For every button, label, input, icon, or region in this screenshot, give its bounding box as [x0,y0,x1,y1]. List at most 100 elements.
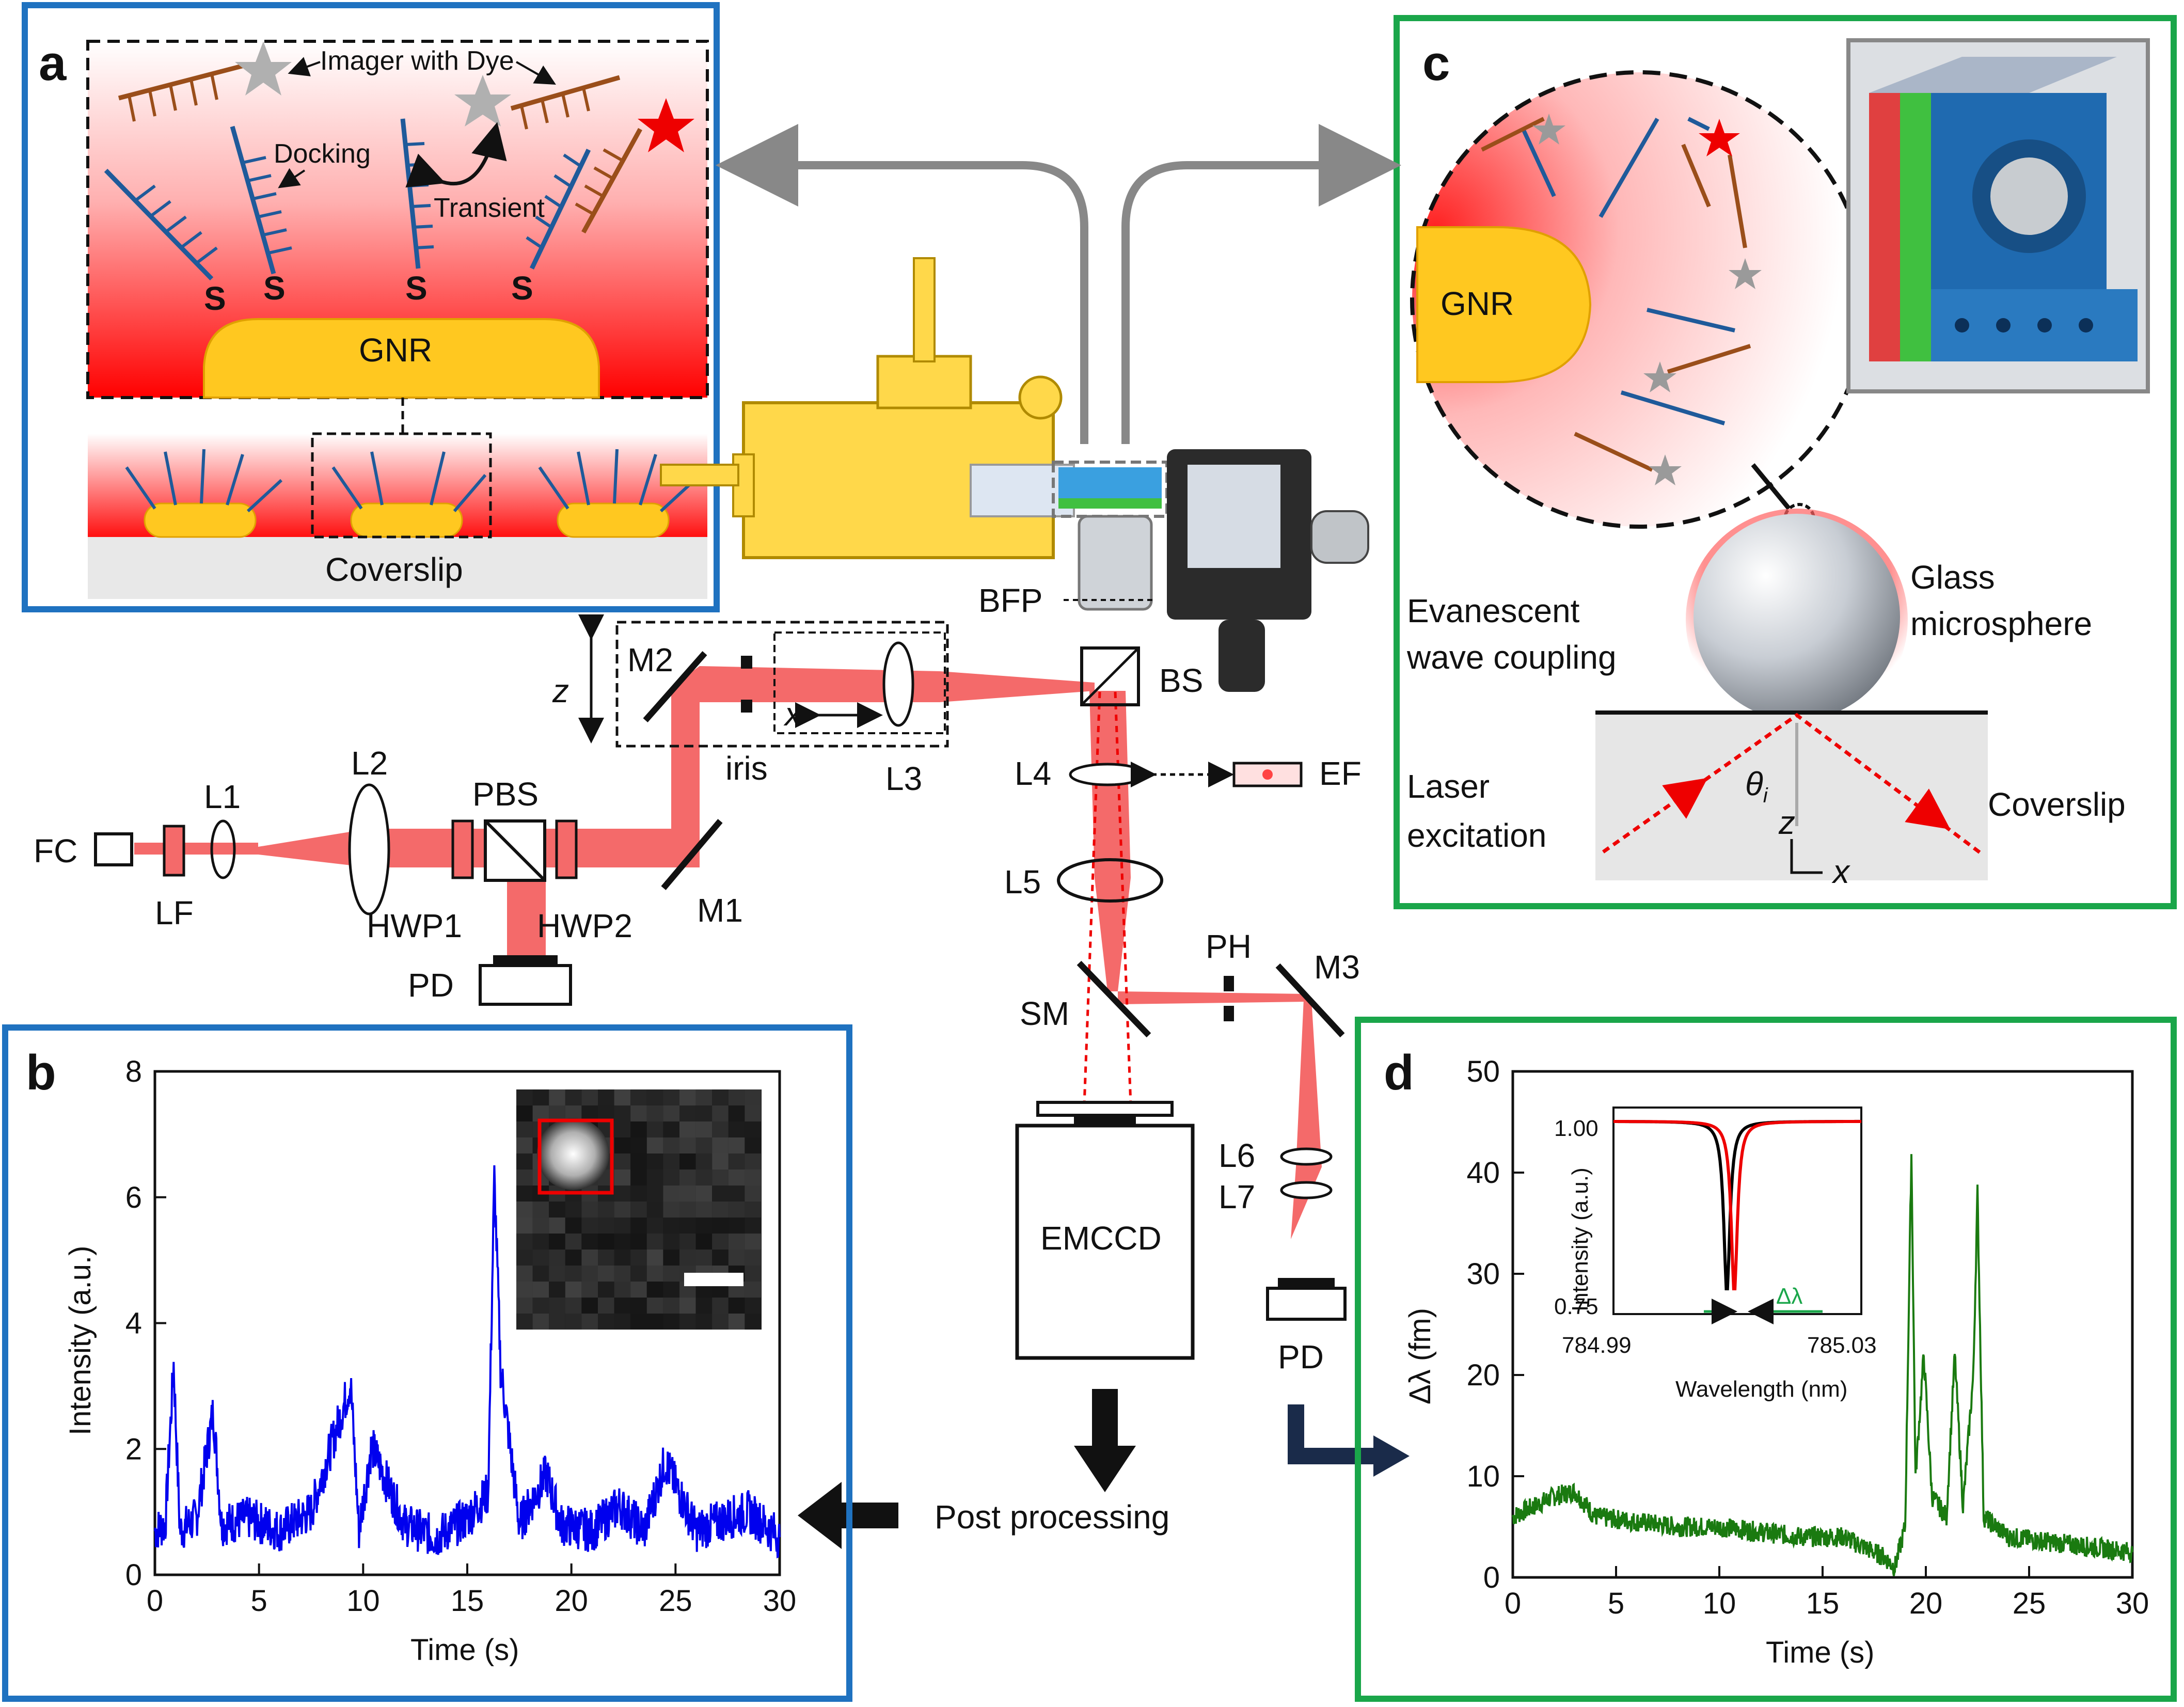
chart-b-series-line [154,1165,781,1559]
beam-m3-down [1291,999,1322,1239]
imager-arrow [516,61,556,85]
beam-fiber [134,843,258,855]
z-axis-label: z [1778,804,1795,841]
beam-expand [258,829,369,867]
z-label: z [552,672,569,709]
ph-icon-bottom [1224,1006,1234,1021]
l3-icon [882,641,914,727]
theta-label: θi [1745,765,1768,807]
emccd-sensor [1074,1115,1136,1126]
dye-star-gray-icon [235,41,292,96]
xyz-stage [660,257,1075,559]
fc-icon [94,832,133,866]
dye-star-gray-icon [454,75,511,127]
link-arrow-right [1121,124,1401,444]
corner-arrow [1288,1404,1373,1464]
sample-holder-green [1058,498,1162,509]
beam-riser [671,687,700,867]
gnr-shape [203,318,600,399]
x-tick-label: 5 [1608,1587,1624,1620]
coverslip-label-a: Coverslip [325,551,463,588]
zoom-link [1751,463,1791,510]
spectrum-inset: 1.00 0.75 784.99 785.03 Wavelength (nm) … [1554,1107,1877,1402]
y-tick-label: 4 [125,1307,142,1340]
laser-label: Laser [1407,768,1490,805]
coverslip-region [88,537,707,599]
hwp1-icon [451,819,474,879]
x-tick-label: 20 [1909,1587,1943,1620]
dye-star-gray-icon [1729,258,1762,289]
m2-mirror [643,651,707,722]
bs-diagonal [1081,647,1140,706]
chart-b-ylabel: Intensity (a.u.) [64,1246,97,1435]
objective-stage [1167,449,1369,692]
l1-label: L1 [204,778,241,815]
pd1-icon [479,964,572,1006]
evanescent-label: Evanescent [1407,592,1580,629]
x-tick-label: 25 [2013,1587,2046,1620]
chart-d-xlabel: Time (s) [1766,1636,1874,1669]
pd2-cap [1278,1278,1335,1288]
thiol-label: S [204,280,226,317]
panel-c-frame [1394,15,2177,909]
cad-stage [1846,38,2150,393]
dye-star-red-icon [1699,119,1740,156]
thiol-label: S [405,270,428,307]
imager-strands-a [118,62,642,234]
glass-label: Glass [1910,559,1995,596]
docking-label: Docking [274,139,371,169]
panel-a-frame [22,2,720,612]
gnr-shape-c [1416,226,1592,383]
x-tick-label: 15 [1806,1587,1840,1620]
inset-series-red [1613,1120,1861,1290]
axes-icon [1790,839,1823,874]
panel-d-frame [1355,1017,2177,1702]
hwp2-label: HWP2 [537,907,632,944]
l5-icon [1057,858,1163,903]
y-tick-label: 0 [125,1558,142,1592]
pixel-grid [516,1089,761,1330]
l6-label: L6 [1218,1137,1255,1174]
down-arrow [1074,1389,1136,1492]
chart-d-series-line [1512,1154,2133,1576]
panel-a-letter: a [39,36,67,91]
laser-arrow-out [1905,788,1951,830]
bs-label: BS [1159,662,1203,699]
dna-strands-c [1521,117,1735,425]
l7-icon [1280,1181,1333,1199]
panel-c: c GNR [1394,15,2177,909]
pd2-icon [1266,1287,1347,1321]
roi-box [537,1118,614,1195]
l4-label: L4 [1015,755,1051,792]
x-tick-label: 10 [1703,1587,1736,1620]
inset-xtick: 784.99 [1562,1333,1632,1358]
l4-icon [1069,763,1146,786]
pd1-label: PD [408,967,454,1004]
sample-holder [1058,467,1162,503]
x-tick-label: 15 [451,1584,484,1618]
iris-icon [741,656,752,669]
lf-label: LF [155,894,194,931]
inset-ytick: 1.00 [1554,1116,1599,1141]
y-tick-label: 30 [1466,1257,1500,1291]
l1-icon [210,819,236,879]
ef-label: EF [1319,755,1362,792]
imager-arrow [288,57,321,76]
pd1-cap [493,955,558,966]
thiol-label: S [263,270,286,307]
x-tick-label: 30 [2116,1587,2149,1620]
y-tick-label: 8 [125,1055,142,1088]
x-axis-label: x [1831,853,1850,890]
small-gnrs [144,502,670,538]
panel-c-letter: c [1422,36,1450,91]
delta-label: Δλ [1776,1284,1802,1309]
inset-xlabel: Wavelength (nm) [1675,1377,1847,1402]
l5-label: L5 [1004,863,1041,900]
emccd-body [1015,1124,1195,1360]
ph-label: PH [1206,928,1252,965]
